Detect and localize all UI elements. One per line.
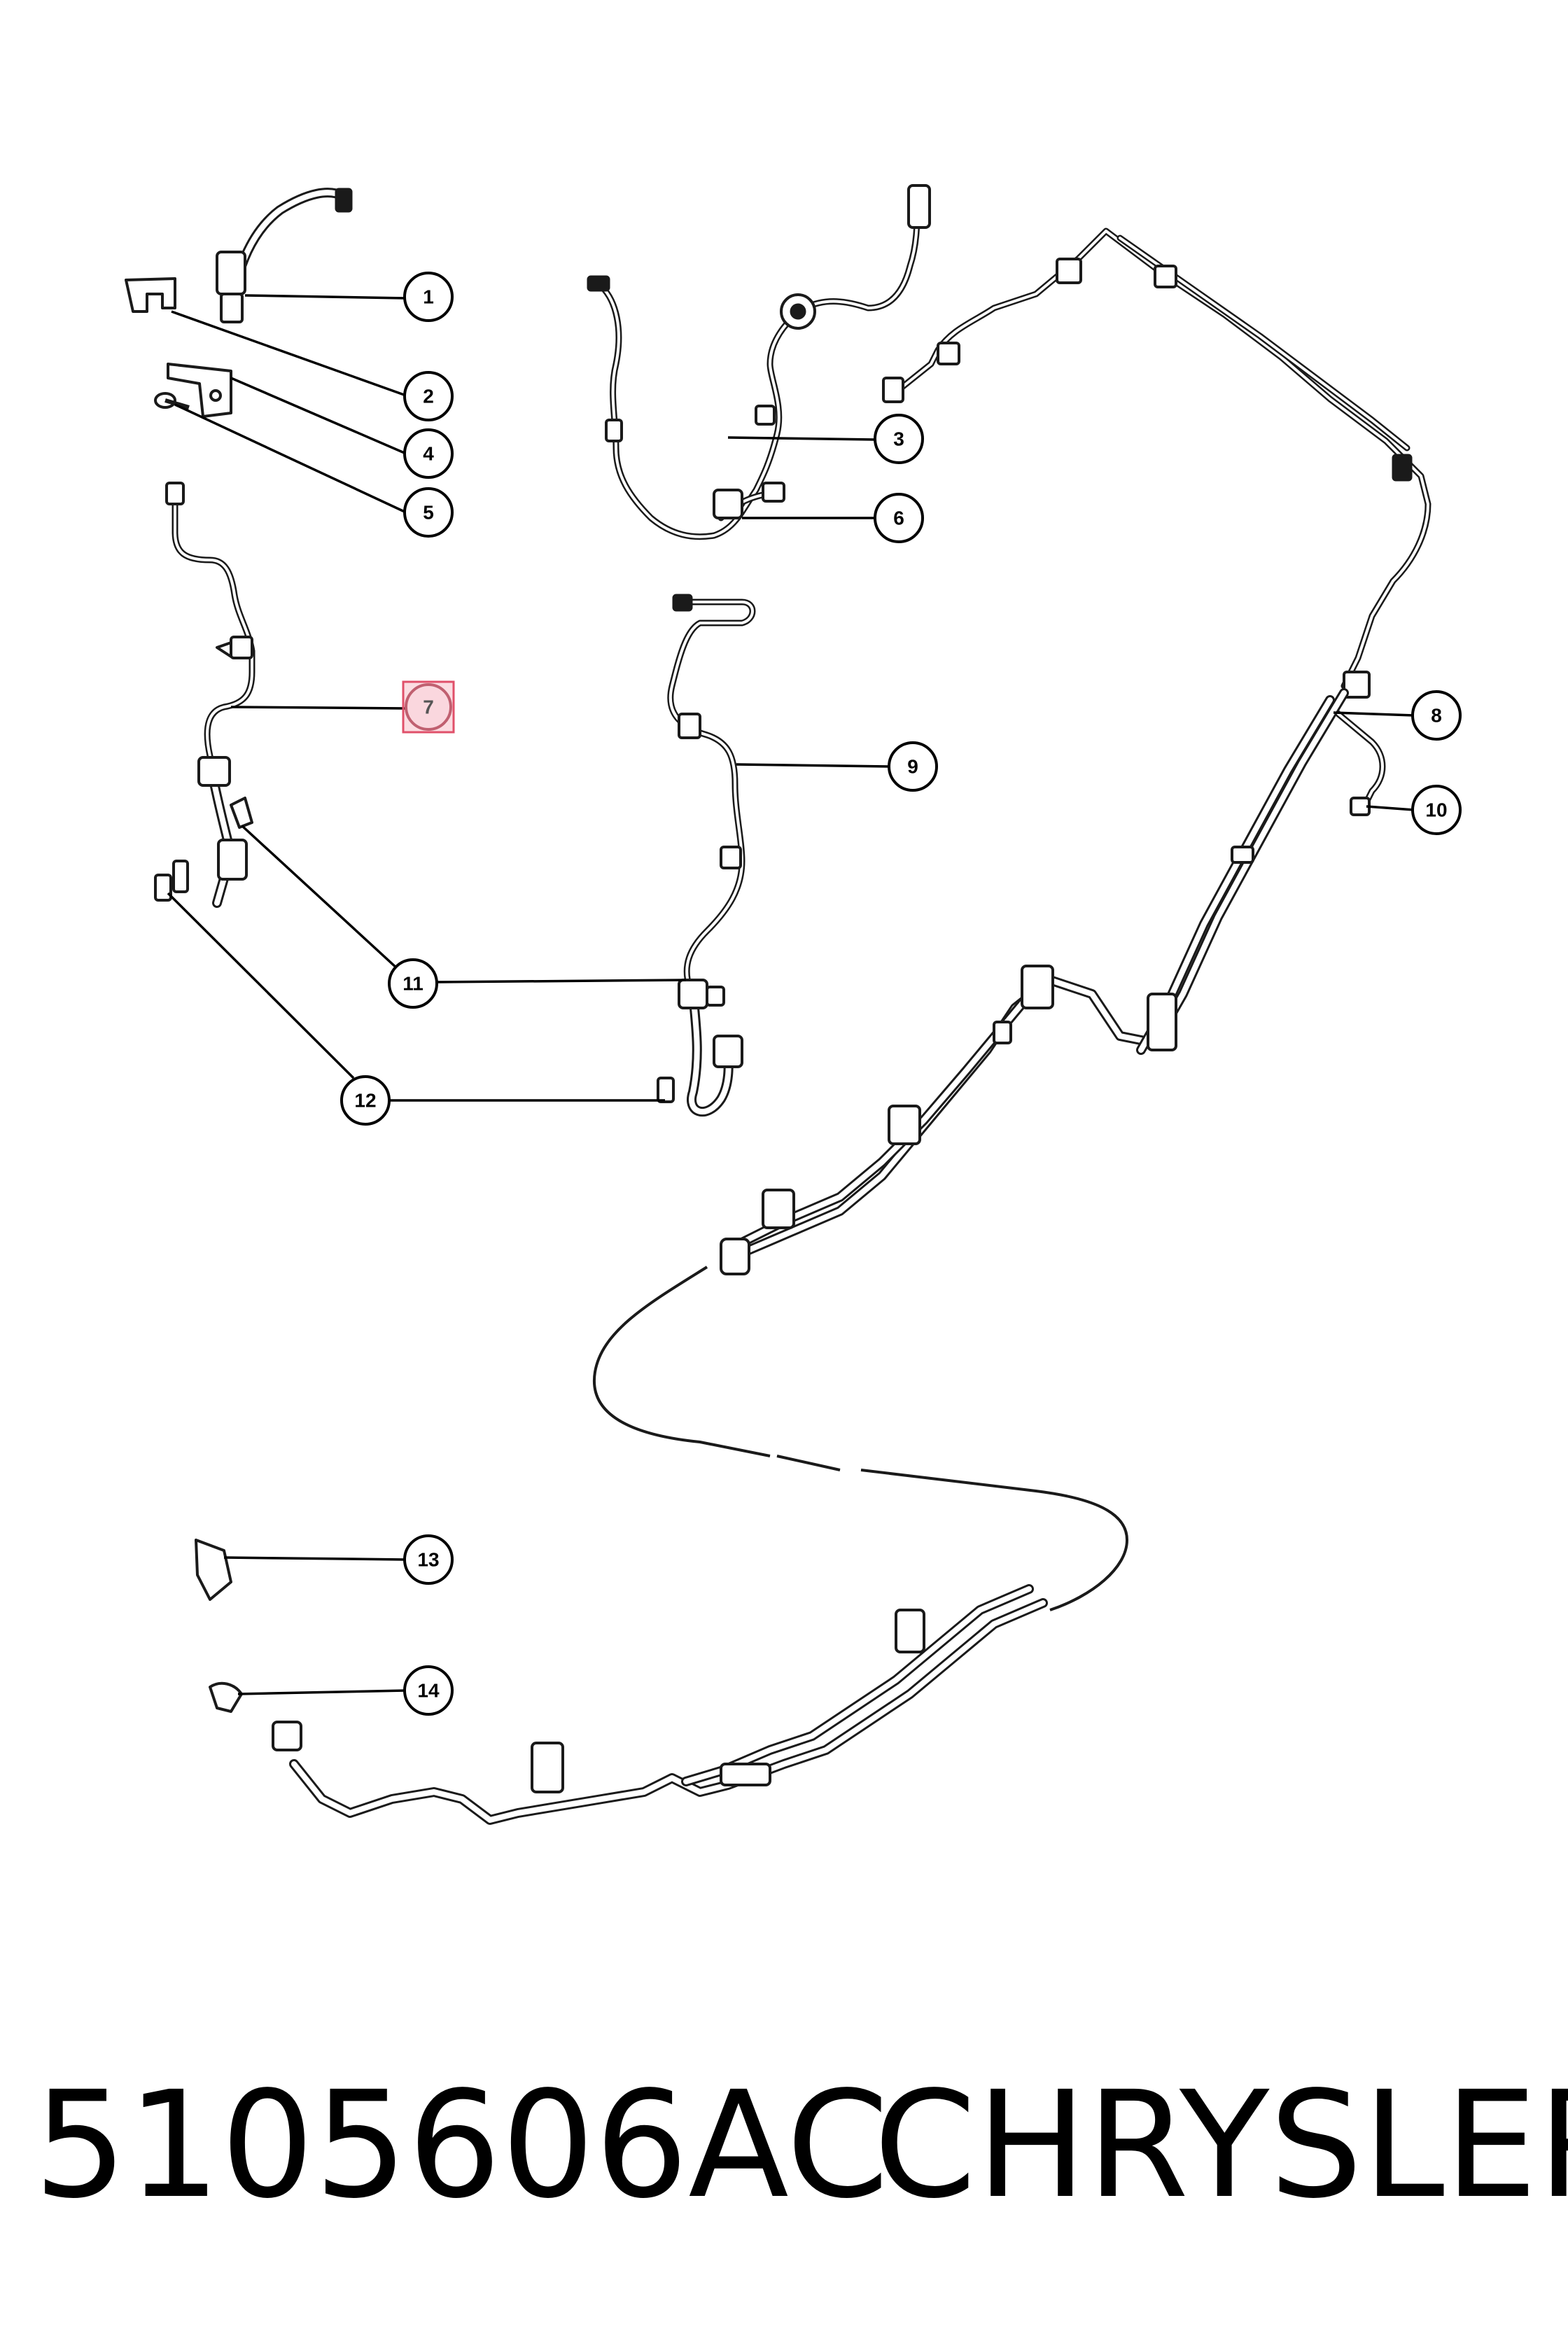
clip-part-11-left (230, 797, 253, 829)
bracket-clip-part-2 (125, 277, 176, 313)
callout-7: 7 (402, 680, 455, 734)
brake-tube-part-9 (657, 594, 756, 1117)
svg-text:9: 9 (907, 756, 918, 778)
brake-hose-part-1 (216, 188, 353, 323)
callout-14: 14 (403, 1665, 454, 1716)
sensor-wire-part-3 (587, 184, 931, 540)
main-brake-line-part-8 (272, 227, 1432, 1825)
svg-text:10: 10 (1425, 799, 1447, 821)
svg-text:6: 6 (893, 507, 904, 529)
svg-text:1: 1 (423, 286, 434, 308)
leader-lines (167, 294, 1415, 1695)
svg-text:3: 3 (893, 428, 904, 450)
part-number-text: 5105606AC (34, 2059, 889, 2231)
wire-clip-part-6 (713, 482, 785, 522)
bolt-part-5 (154, 392, 190, 410)
svg-text:12: 12 (354, 1090, 376, 1112)
callout-10: 10 (1411, 785, 1462, 835)
callout-12: 12 (340, 1075, 391, 1126)
brand-text: CHRYSLER (874, 2059, 1568, 2231)
svg-text:13: 13 (417, 1549, 439, 1571)
svg-text:2: 2 (423, 386, 434, 407)
callout-5: 5 (403, 487, 454, 538)
callout-13: 13 (403, 1534, 454, 1585)
callout-11: 11 (388, 958, 438, 1009)
callout-6: 6 (874, 493, 924, 543)
svg-text:4: 4 (423, 443, 434, 465)
svg-text:5: 5 (423, 502, 434, 524)
callout-4: 4 (403, 428, 454, 479)
plug-part-14 (209, 1681, 243, 1713)
callout-8: 8 (1411, 690, 1462, 741)
callout-1: 1 (403, 272, 454, 322)
connector-part-13 (195, 1539, 232, 1601)
svg-text:8: 8 (1431, 705, 1442, 727)
svg-text:14: 14 (417, 1680, 440, 1702)
callout-2: 2 (403, 371, 454, 421)
brake-tube-part-7 (165, 482, 255, 908)
fitting-part-12-left (154, 860, 189, 902)
svg-text:11: 11 (402, 973, 424, 995)
svg-text:7: 7 (423, 696, 434, 718)
callout-9: 9 (888, 741, 938, 792)
bracket-part-4 (167, 363, 232, 418)
callout-3: 3 (874, 414, 924, 464)
